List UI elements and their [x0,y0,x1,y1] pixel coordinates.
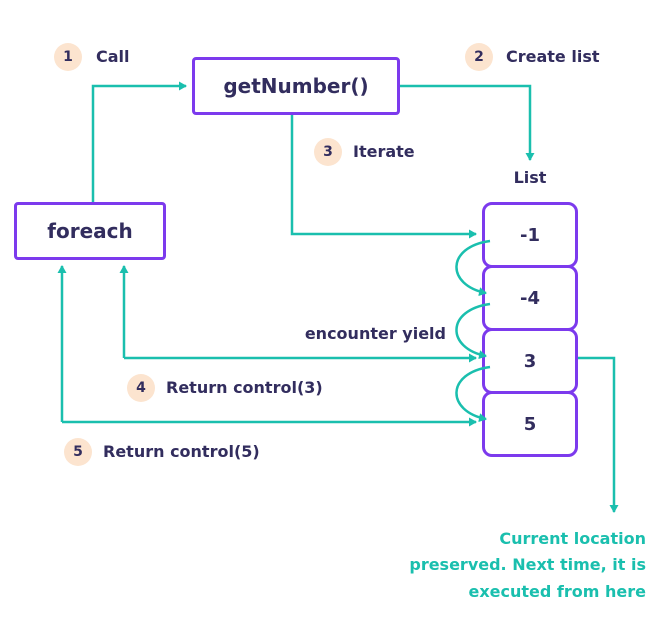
step-label-iterate: Iterate [353,142,415,161]
arrow-call [91,81,187,202]
step-badge-3: 3 [314,138,342,166]
list-title: List [513,168,547,187]
list-item: 5 [482,391,578,457]
step-badge-2: 2 [465,43,493,71]
current-location-note: Current location preserved. Next time, i… [409,526,646,605]
foreach-node: foreach [14,202,166,260]
step-label-call: Call [96,47,130,66]
note-line: preserved. Next time, it is [409,555,646,575]
arrow-current-location [578,356,619,513]
note-line: Current location [499,529,646,548]
step-badge-5: 5 [64,438,92,466]
arrow-iterate [290,115,477,239]
getnumber-label: getNumber() [223,74,369,98]
step-label-create-list: Create list [506,47,600,66]
arrow-create-list [400,84,535,161]
step-badge-4: 4 [127,374,155,402]
getnumber-node: getNumber() [192,57,400,115]
list-node: -1 -4 3 5 [482,202,578,457]
step-label-return-control-3: Return control(3) [166,378,323,397]
foreach-label: foreach [47,219,133,243]
step-label-return-control-5: Return control(5) [103,442,260,461]
list-item: -1 [482,202,578,268]
list-item: 3 [482,328,578,394]
note-line: executed from here [468,581,647,601]
step-badge-1: 1 [54,43,82,71]
encounter-yield-label: encounter yield [304,324,446,343]
list-item: -4 [482,265,578,331]
